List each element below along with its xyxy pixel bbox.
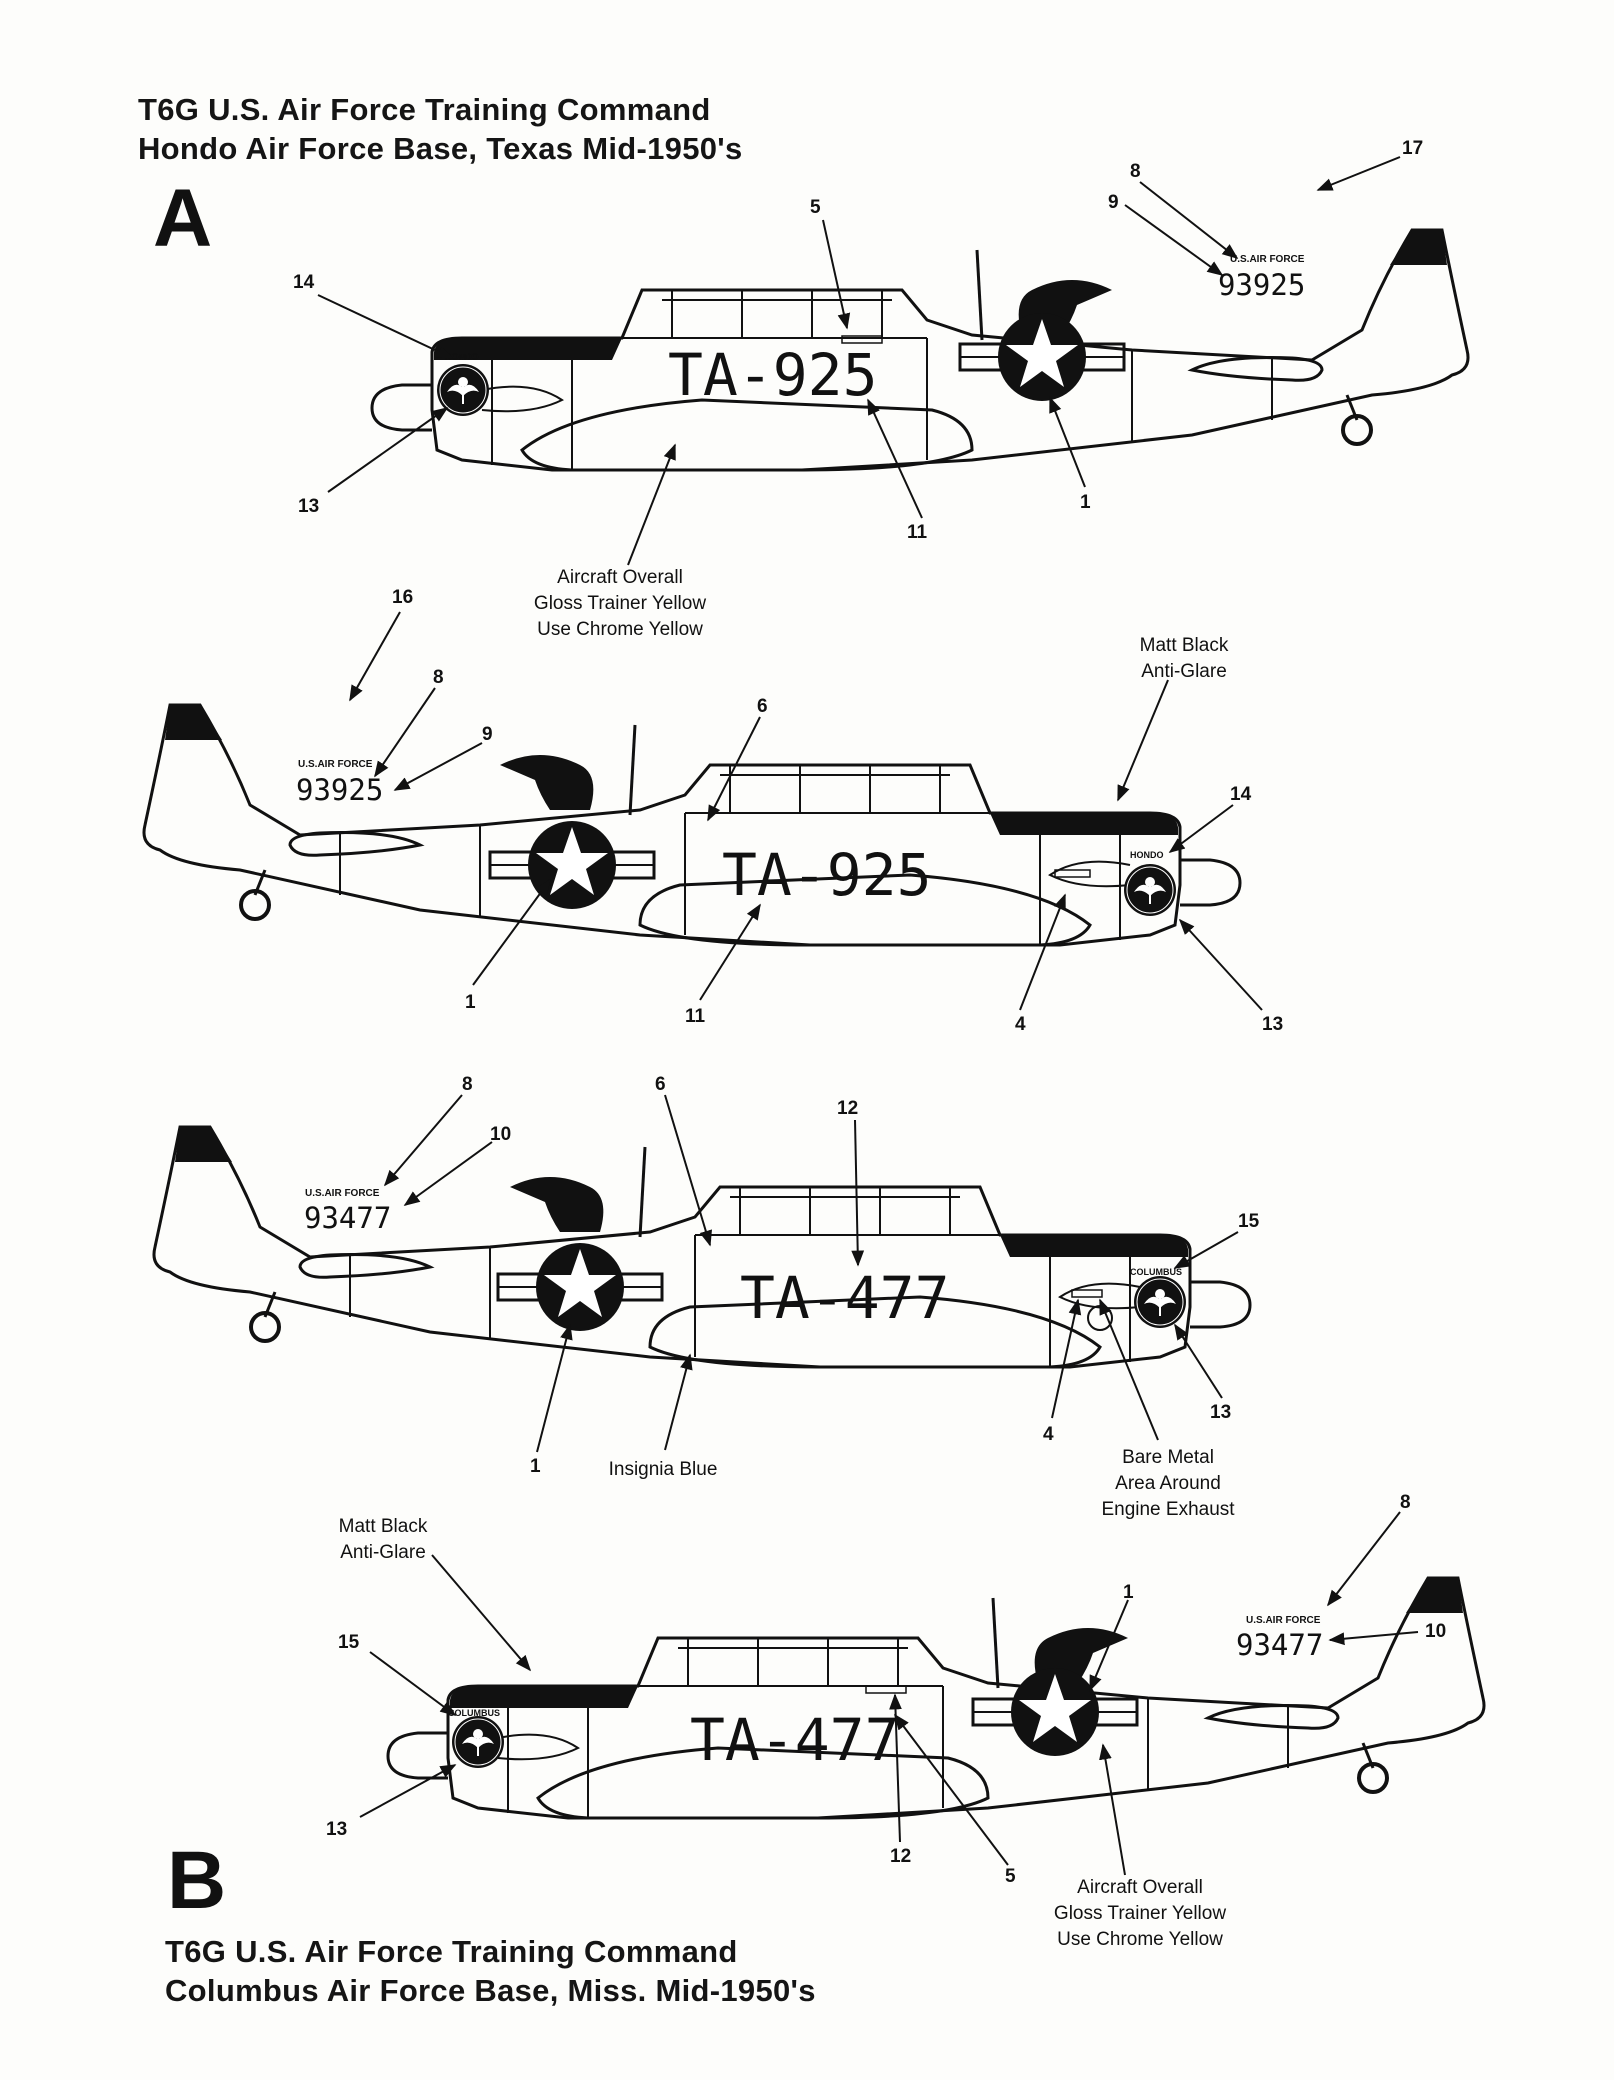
leaders-b-top xyxy=(383,1094,1239,1453)
callout-11-a2: 11 xyxy=(685,1006,706,1027)
note-baremetal-1: Bare Metal xyxy=(1122,1447,1214,1468)
callout-12-b2: 12 xyxy=(890,1846,911,1867)
leaders-b-bottom xyxy=(359,1511,1419,1876)
callout-8-b2: 8 xyxy=(1400,1492,1411,1513)
badge-columbus-b2: COLUMBUS xyxy=(448,1708,500,1718)
note-antiglare-b-1: Matt Black xyxy=(339,1516,428,1537)
callout-9-a1: 9 xyxy=(1108,192,1119,213)
callout-8-a2: 8 xyxy=(433,667,444,688)
note-baremetal-3: Engine Exhaust xyxy=(1101,1499,1235,1520)
callout-6-b1: 6 xyxy=(655,1074,666,1095)
callout-1-b1: 1 xyxy=(530,1456,541,1477)
scheme-a-letter: A xyxy=(153,173,213,264)
leaders-a-bottom xyxy=(349,611,1263,1011)
callouts-b-bottom: Matt Black Anti-Glare 15 13 12 5 1 8 10 … xyxy=(326,1492,1446,1950)
serial-b2: 93477 xyxy=(1236,1628,1323,1662)
tail-code-a1: TA-925 xyxy=(668,341,878,409)
callout-8-a1: 8 xyxy=(1130,161,1141,182)
usaf-b2: U.S.AIR FORCE xyxy=(1246,1615,1321,1626)
callout-1-b2: 1 xyxy=(1123,1582,1134,1603)
badge-hondo-a2: HONDO xyxy=(1130,850,1164,860)
callout-5-b2: 5 xyxy=(1005,1866,1016,1887)
note-overall-b-1: Aircraft Overall xyxy=(1077,1877,1203,1898)
callout-6-a2: 6 xyxy=(757,696,768,717)
note-overall-a-3: Use Chrome Yellow xyxy=(537,619,703,640)
callout-5-a1: 5 xyxy=(810,197,821,218)
callout-9-a2: 9 xyxy=(482,724,493,745)
note-overall-a-2: Gloss Trainer Yellow xyxy=(534,593,706,614)
tail-code-a2: TA-925 xyxy=(722,841,932,909)
note-baremetal-2: Area Around xyxy=(1115,1473,1221,1494)
callout-14-a1: 14 xyxy=(293,272,315,293)
callout-15-b1: 15 xyxy=(1238,1211,1260,1232)
usaf-b1: U.S.AIR FORCE xyxy=(305,1188,380,1199)
callouts-b-top: 8 10 6 12 15 13 1 Insignia Blue 4 Bare M… xyxy=(462,1074,1260,1520)
usaf-a2: U.S.AIR FORCE xyxy=(298,759,373,770)
serial-a2: 93925 xyxy=(296,773,383,807)
callout-10-b2: 10 xyxy=(1425,1621,1446,1642)
note-overall-b-3: Use Chrome Yellow xyxy=(1057,1929,1223,1950)
serial-b1: 93477 xyxy=(304,1201,391,1235)
scheme-a-title-line2: Hondo Air Force Base, Texas Mid-1950's xyxy=(138,131,743,166)
tail-code-b2: TA-477 xyxy=(690,1706,900,1774)
serial-a1: 93925 xyxy=(1218,268,1305,302)
callout-1-a2: 1 xyxy=(465,992,476,1013)
leaders-a-top xyxy=(317,156,1401,566)
scheme-b-letter: B xyxy=(167,1835,227,1926)
aircraft-a-top: HONDO TA-925 U.S.AIR FORCE 93925 xyxy=(370,228,1470,472)
note-antiglare-b-2: Anti-Glare xyxy=(340,1542,426,1563)
callout-8-b1: 8 xyxy=(462,1074,473,1095)
callout-4-b1: 4 xyxy=(1043,1424,1054,1445)
aircraft-b-bottom: COLUMBUS TA-477 U.S.AIR FORCE 93477 xyxy=(386,1576,1486,1820)
badge-columbus-b1: COLUMBUS xyxy=(1130,1267,1182,1277)
callout-13-a2: 13 xyxy=(1262,1014,1283,1035)
callout-16-a2: 16 xyxy=(392,587,413,608)
scheme-a-title-line1: T6G U.S. Air Force Training Command xyxy=(138,92,711,127)
aircraft-b-top: COLUMBUS TA-477 U.S.AIR FORCE 93477 xyxy=(152,1125,1252,1369)
note-overall-b-2: Gloss Trainer Yellow xyxy=(1054,1903,1226,1924)
note-overall-a-1: Aircraft Overall xyxy=(557,567,683,588)
scheme-b-title-line2: Columbus Air Force Base, Miss. Mid-1950'… xyxy=(165,1973,816,2008)
callouts-a-bottom: 16 8 9 6 Matt Black Anti-Glare 14 1 11 4… xyxy=(392,587,1283,1035)
callout-17-a1: 17 xyxy=(1402,138,1423,159)
scheme-b-title-line1: T6G U.S. Air Force Training Command xyxy=(165,1934,738,1969)
callout-1-a1: 1 xyxy=(1080,492,1091,513)
callout-10-b1: 10 xyxy=(490,1124,511,1145)
note-antiglare-a-2: Anti-Glare xyxy=(1141,661,1227,682)
aircraft-a-bottom: HONDO TA-925 U.S.AIR FORCE 93925 xyxy=(142,703,1242,947)
callout-11-a1: 11 xyxy=(907,522,928,543)
note-antiglare-a-1: Matt Black xyxy=(1140,635,1229,656)
callout-13-a1: 13 xyxy=(298,496,319,517)
tail-code-b1: TA-477 xyxy=(740,1264,950,1332)
badge-hondo-a1: HONDO xyxy=(445,352,479,362)
callout-12-b1: 12 xyxy=(837,1098,858,1119)
callout-13-b2: 13 xyxy=(326,1819,347,1840)
note-insignia-blue: Insignia Blue xyxy=(609,1459,718,1480)
callout-4-a2: 4 xyxy=(1015,1014,1026,1035)
usaf-a1: U.S.AIR FORCE xyxy=(1230,254,1305,265)
callout-14-a2: 14 xyxy=(1230,784,1252,805)
callouts-a-top: 14 13 5 8 9 17 1 11 Aircraft Overall Glo… xyxy=(293,138,1423,640)
callout-15-b2: 15 xyxy=(338,1632,360,1653)
callout-13-b1: 13 xyxy=(1210,1402,1231,1423)
